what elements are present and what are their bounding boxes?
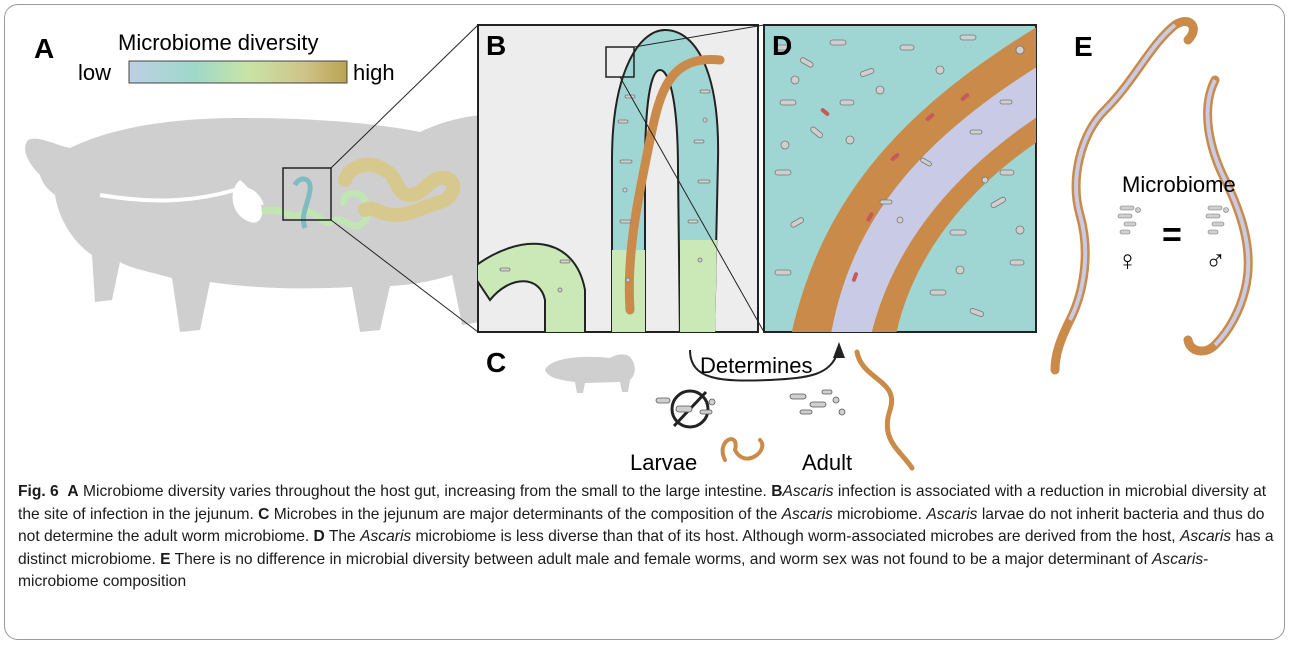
panel-d-letter: D (772, 30, 792, 61)
caption-d-text2: microbiome is less diverse than that of … (411, 528, 1180, 545)
panel-c: C Determines Larvae Adult (486, 342, 912, 475)
diversity-scale-bar (129, 61, 347, 83)
caption-a-letter: A (67, 483, 78, 500)
panel-e-letter: E (1074, 31, 1093, 62)
caption-c-letter: C (258, 506, 269, 523)
panel-a: A Microbiome diversity low high (25, 25, 545, 332)
female-symbol: ♀ (1117, 245, 1138, 276)
caption-d-italic1: Ascaris (360, 528, 411, 545)
panel-b: B (470, 25, 764, 340)
determines-arrowhead (833, 342, 845, 358)
figure-illustration: A Microbiome diversity low high (0, 0, 1291, 480)
no-inheritance-symbol (656, 391, 715, 427)
caption-c-italic1: Ascaris (782, 506, 833, 523)
scale-high-label: high (353, 60, 395, 85)
panel-b-letter: B (486, 30, 506, 61)
caption-fig-label: Fig. 6 (18, 483, 59, 500)
panel-e: E Microbiome = ♀ ♂ (1055, 21, 1248, 370)
small-pig-icon (545, 354, 635, 393)
adult-label: Adult (802, 450, 852, 475)
scale-title: Microbiome diversity (118, 30, 319, 55)
e-microbiome-label: Microbiome (1122, 172, 1236, 197)
determines-label: Determines (700, 353, 812, 378)
caption-b-italic: Ascaris (782, 483, 833, 500)
caption-b-letter: B (771, 483, 782, 500)
panel-a-letter: A (34, 33, 54, 64)
adult-microbes (790, 390, 845, 415)
caption-d-letter: D (314, 528, 325, 545)
figure-caption: Fig. 6 A Microbiome diversity varies thr… (18, 481, 1274, 594)
panel-d: D (764, 25, 1040, 340)
female-microbes (1118, 206, 1141, 234)
caption-c-text2: microbiome. (833, 506, 927, 523)
caption-c-text1: Microbes in the jejunum are major determ… (269, 506, 781, 523)
equals-sign: = (1162, 216, 1182, 254)
caption-e-italic: Ascaris (1152, 551, 1203, 568)
caption-d-text1: The (325, 528, 360, 545)
scale-low-label: low (78, 60, 111, 85)
male-microbes (1206, 206, 1229, 234)
caption-a-text: Microbiome diversity varies throughout t… (79, 483, 772, 500)
caption-c-italic2: Ascaris (926, 506, 977, 523)
larvae-label: Larvae (630, 450, 697, 475)
pig-silhouette (25, 106, 545, 332)
gut-loop-green-right (680, 240, 717, 340)
caption-d-italic2: Ascaris (1180, 528, 1231, 545)
caption-e-text1: There is no difference in microbial dive… (171, 551, 1152, 568)
panel-c-letter: C (486, 347, 506, 378)
adult-worm-c (857, 352, 912, 468)
male-symbol: ♂ (1205, 245, 1226, 276)
caption-e-letter: E (160, 551, 170, 568)
larvae-worm (723, 439, 763, 460)
